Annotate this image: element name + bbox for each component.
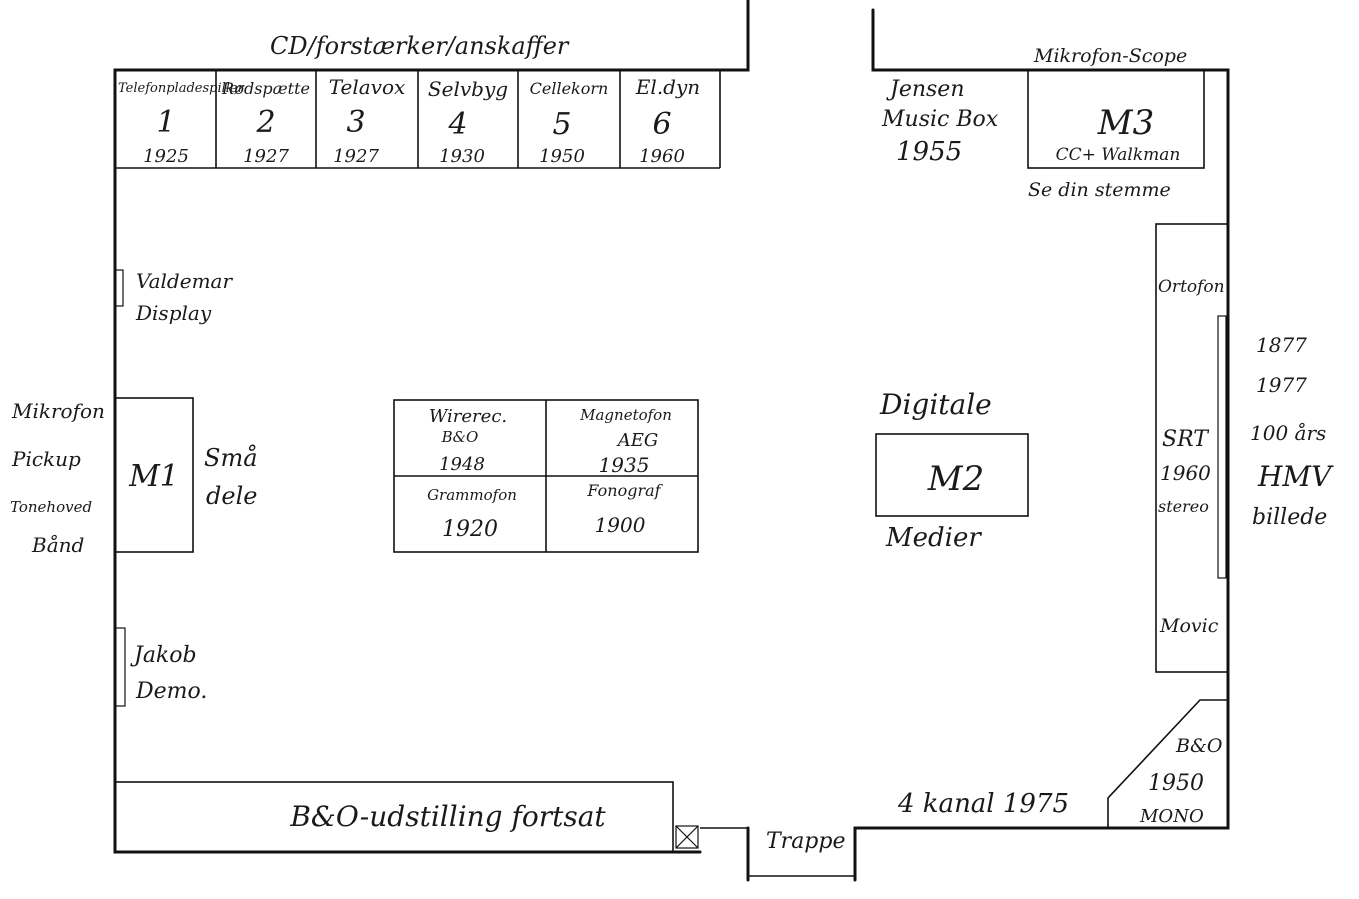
jensen-year: 1955 [896, 137, 962, 167]
bo-corner-line2: 1950 [1148, 771, 1204, 796]
grid-cell-2-line2: AEG [616, 430, 659, 451]
right-cabinet [1155, 223, 1229, 673]
hmv-line2: 1977 [1256, 373, 1307, 397]
m1-left-item-3: Tonehoved [10, 498, 92, 516]
bo-corner-line3: MONO [1139, 806, 1204, 827]
bo-exhibit-label: B&O-udstilling fortsat [289, 800, 606, 833]
cabinet-2-name: Rødspætte [221, 79, 310, 98]
m1-box [114, 397, 194, 553]
jakob-line2: Demo. [135, 679, 207, 704]
grid-cell-4-year: 1900 [595, 513, 646, 537]
grid-cell-2-line1: Magnetofon [579, 406, 672, 424]
jakob-line1: Jakob [130, 643, 197, 668]
valdemar-line2: Display [135, 301, 212, 325]
cabinet-3-name: Telavox [329, 75, 406, 99]
four-channel-label: 4 kanal 1975 [897, 789, 1069, 819]
jakob-marker [114, 627, 126, 707]
cabinet-5-number: 5 [552, 107, 571, 142]
mikrofon-scope-label: Mikrofon-Scope [1033, 45, 1187, 67]
m1-left-item-4: Bånd [31, 533, 84, 557]
cabinet-2-year: 1927 [243, 146, 289, 167]
cabinet-4-name: Selvbyg [428, 77, 508, 101]
cabinet-6-year: 1960 [639, 146, 685, 167]
m2-box [875, 433, 1029, 517]
top-cabinets [115, 70, 721, 169]
srt-label: SRT [1162, 427, 1210, 452]
cabinet-5-year: 1950 [539, 146, 585, 167]
srt-stereo: stereo [1158, 497, 1209, 516]
m2-below: Medier [885, 523, 982, 553]
m1-right-line2: dele [206, 482, 257, 510]
cabinet-1-year: 1925 [143, 146, 189, 167]
grid-cell-4-line1: Fonograf [586, 481, 663, 500]
srt-year: 1960 [1160, 461, 1211, 485]
hmv-line1: 1877 [1256, 333, 1307, 357]
center-grid [393, 399, 699, 553]
m3-sub: CC+ Walkman [1056, 145, 1181, 165]
cabinet-3-year: 1927 [333, 146, 379, 167]
m1-left-item-2: Pickup [11, 447, 81, 471]
bo-corner [1107, 699, 1228, 828]
cabinet-2-number: 2 [255, 105, 275, 140]
bo-exhibit-box [114, 781, 699, 853]
grid-cell-1-line1: Wirerec. [429, 406, 507, 427]
hmv-line3: 100 års [1250, 421, 1326, 445]
cabinet-6-number: 6 [652, 107, 671, 142]
m3-label: M3 [1097, 103, 1154, 143]
m1-right-line1: Små [204, 443, 258, 472]
cabinet-5-name: Cellekorn [530, 79, 609, 98]
m3-below: Se din stemme [1028, 179, 1171, 201]
cabinet-4-number: 4 [447, 107, 467, 142]
cabinet-6-name: El.dyn [635, 75, 700, 99]
valdemar-line1: Valdemar [136, 269, 233, 293]
hmv-line4: HMV [1257, 460, 1334, 493]
stairs-label: Trappe [766, 829, 846, 854]
hmv-line5: billede [1252, 505, 1327, 530]
cabinet-4-year: 1930 [439, 146, 485, 167]
m1-label: M1 [128, 459, 179, 494]
grid-cell-1-line2: B&O [441, 428, 479, 446]
bo-corner-line1: B&O [1175, 735, 1223, 757]
m1-left-item-1: Mikrofon [11, 399, 105, 423]
cabinet-1-name: Telefonpladespiller [118, 81, 245, 96]
m2-above: Digitale [879, 388, 992, 421]
grid-cell-3-year: 1920 [442, 517, 498, 542]
grid-cell-1-year: 1948 [439, 454, 485, 475]
ortofon-label: Ortofon [1158, 277, 1225, 297]
jensen-line1: Jensen [886, 77, 965, 102]
cabinet-1-number: 1 [156, 105, 175, 140]
jensen-line2: Music Box [881, 107, 999, 132]
valdemar-marker [114, 269, 124, 307]
m2-label: M2 [927, 459, 984, 499]
grid-cell-3-line1: Grammofon [427, 486, 517, 504]
movic-label: Movic [1159, 615, 1219, 637]
m3-box [1027, 69, 1205, 169]
grid-cell-2-year: 1935 [599, 453, 650, 477]
cd-label: CD/forstærker/anskaffer [270, 32, 570, 60]
cabinet-3-number: 3 [346, 105, 365, 140]
